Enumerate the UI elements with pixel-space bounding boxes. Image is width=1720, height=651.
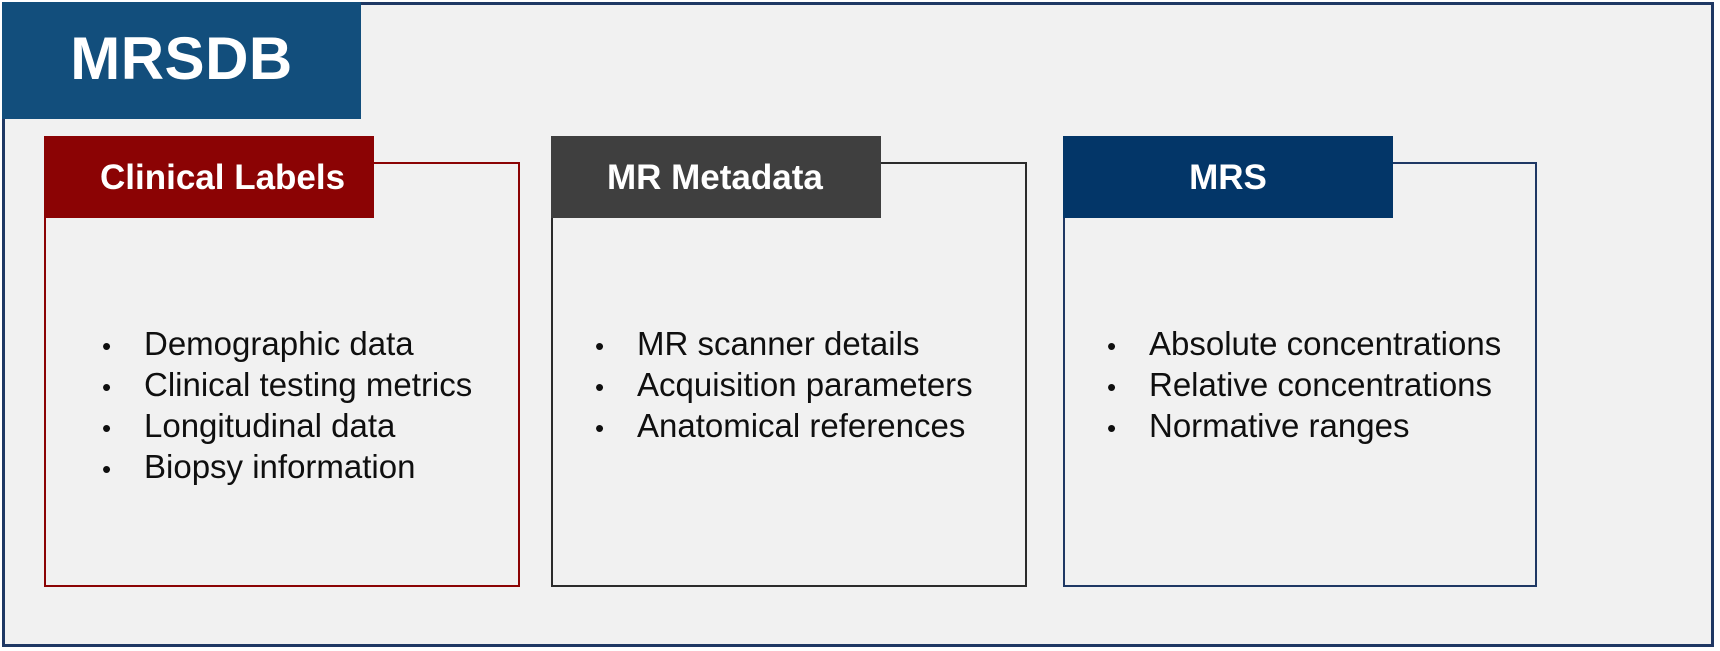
list-item: • Longitudinal data [102,406,574,447]
list-item-label: Clinical testing metrics [144,365,473,403]
bullet-icon: • [595,331,605,361]
bullet-icon: • [1107,371,1117,402]
list-item: • MR scanner details [595,324,1067,365]
card-body-mr-metadata: • MR scanner details • Acquisition param… [551,162,1027,587]
bullet-icon: • [102,331,112,361]
list-item: • Clinical testing metrics [102,365,574,406]
card-title: MR Metadata [607,157,823,197]
bullet-icon: • [595,412,605,443]
card-title: MRS [1189,157,1267,197]
bullet-icon: • [102,453,112,484]
card-body-mrs: • Absolute concentrations • Relative con… [1063,162,1537,587]
card-header-clinical-labels: Clinical Labels [44,136,374,218]
list-item: • Demographic data [102,324,574,365]
list-item: • Anatomical references [595,406,1067,447]
bullet-list-mr-metadata: • MR scanner details • Acquisition param… [553,324,1067,447]
category-card-row: • Demographic data • Clinical testing me… [5,5,1711,644]
list-item: • Relative concentrations [1107,365,1577,406]
list-item-label: Biopsy information [144,447,416,485]
bullet-icon: • [102,371,112,402]
list-item-label: MR scanner details [637,325,920,362]
bullet-list-mrs: • Absolute concentrations • Relative con… [1065,324,1577,447]
list-item-label: Normative ranges [1149,406,1410,444]
card-header-mr-metadata: MR Metadata [551,136,881,218]
list-item: • Acquisition parameters [595,365,1067,406]
list-item-label: Absolute concentrations [1149,325,1502,362]
list-item: • Absolute concentrations [1107,324,1577,365]
bullet-list-clinical-labels: • Demographic data • Clinical testing me… [46,324,574,488]
list-item: • Biopsy information [102,447,574,488]
brand-title: MRSDB [70,24,293,92]
card-body-clinical-labels: • Demographic data • Clinical testing me… [44,162,520,587]
card-header-mrs: MRS [1063,136,1393,218]
list-item-label: Longitudinal data [144,406,396,444]
list-item-label: Anatomical references [637,406,966,444]
bullet-icon: • [1107,331,1117,361]
brand-banner: MRSDB [2,2,361,119]
bullet-icon: • [1107,412,1117,443]
list-item-label: Acquisition parameters [637,365,973,403]
list-item: • Normative ranges [1107,406,1577,447]
list-item-label: Demographic data [144,325,414,362]
card-title: Clinical Labels [100,157,346,197]
list-item-label: Relative concentrations [1149,365,1493,403]
bullet-icon: • [102,412,112,443]
bullet-icon: • [595,371,605,402]
